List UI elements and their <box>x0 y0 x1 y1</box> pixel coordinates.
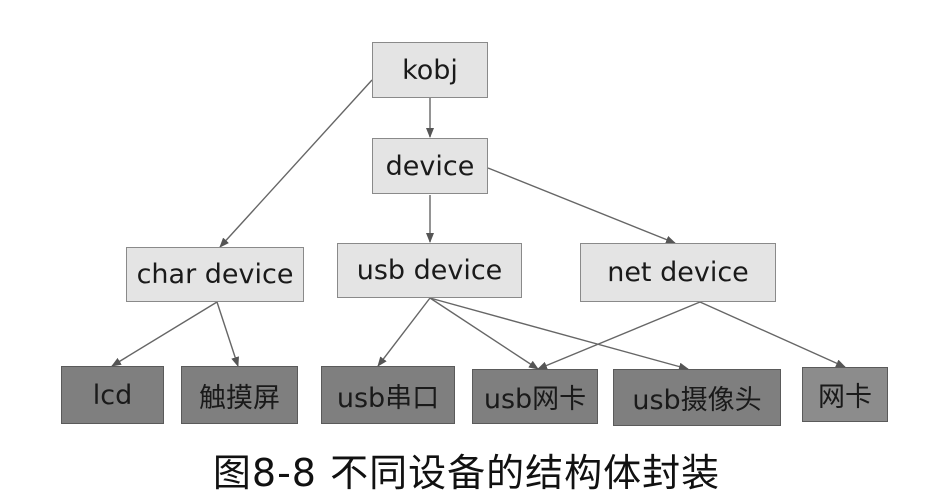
node-device: device <box>372 138 488 194</box>
node-usb-nic: usb网卡 <box>472 369 598 424</box>
node-usb-device: usb device <box>337 243 522 298</box>
edge-device-net-device <box>487 167 676 244</box>
node-touchscreen: 触摸屏 <box>181 366 298 424</box>
edge-usb-device-usb-nic <box>429 297 539 370</box>
node-usb-serial: usb串口 <box>321 366 455 424</box>
node-lcd: lcd <box>61 366 164 424</box>
edge-usb-device-usb-serial <box>377 297 431 367</box>
figure-caption: 图8-8 不同设备的结构体封装 <box>212 451 721 495</box>
node-nic: 网卡 <box>802 367 888 422</box>
node-char-device: char device <box>126 247 304 302</box>
edge-net-device-usb-nic <box>537 301 701 370</box>
node-kobj: kobj <box>372 42 488 98</box>
node-usb-camera: usb摄像头 <box>613 369 781 426</box>
edge-usb-device-usb-camera <box>429 297 689 371</box>
edge-char-device-touchscreen <box>216 301 239 367</box>
node-net-device: net device <box>580 243 776 302</box>
edge-char-device-lcd <box>111 301 218 367</box>
edge-net-device-nic <box>699 301 846 368</box>
edge-kobj-char-device <box>219 79 373 248</box>
